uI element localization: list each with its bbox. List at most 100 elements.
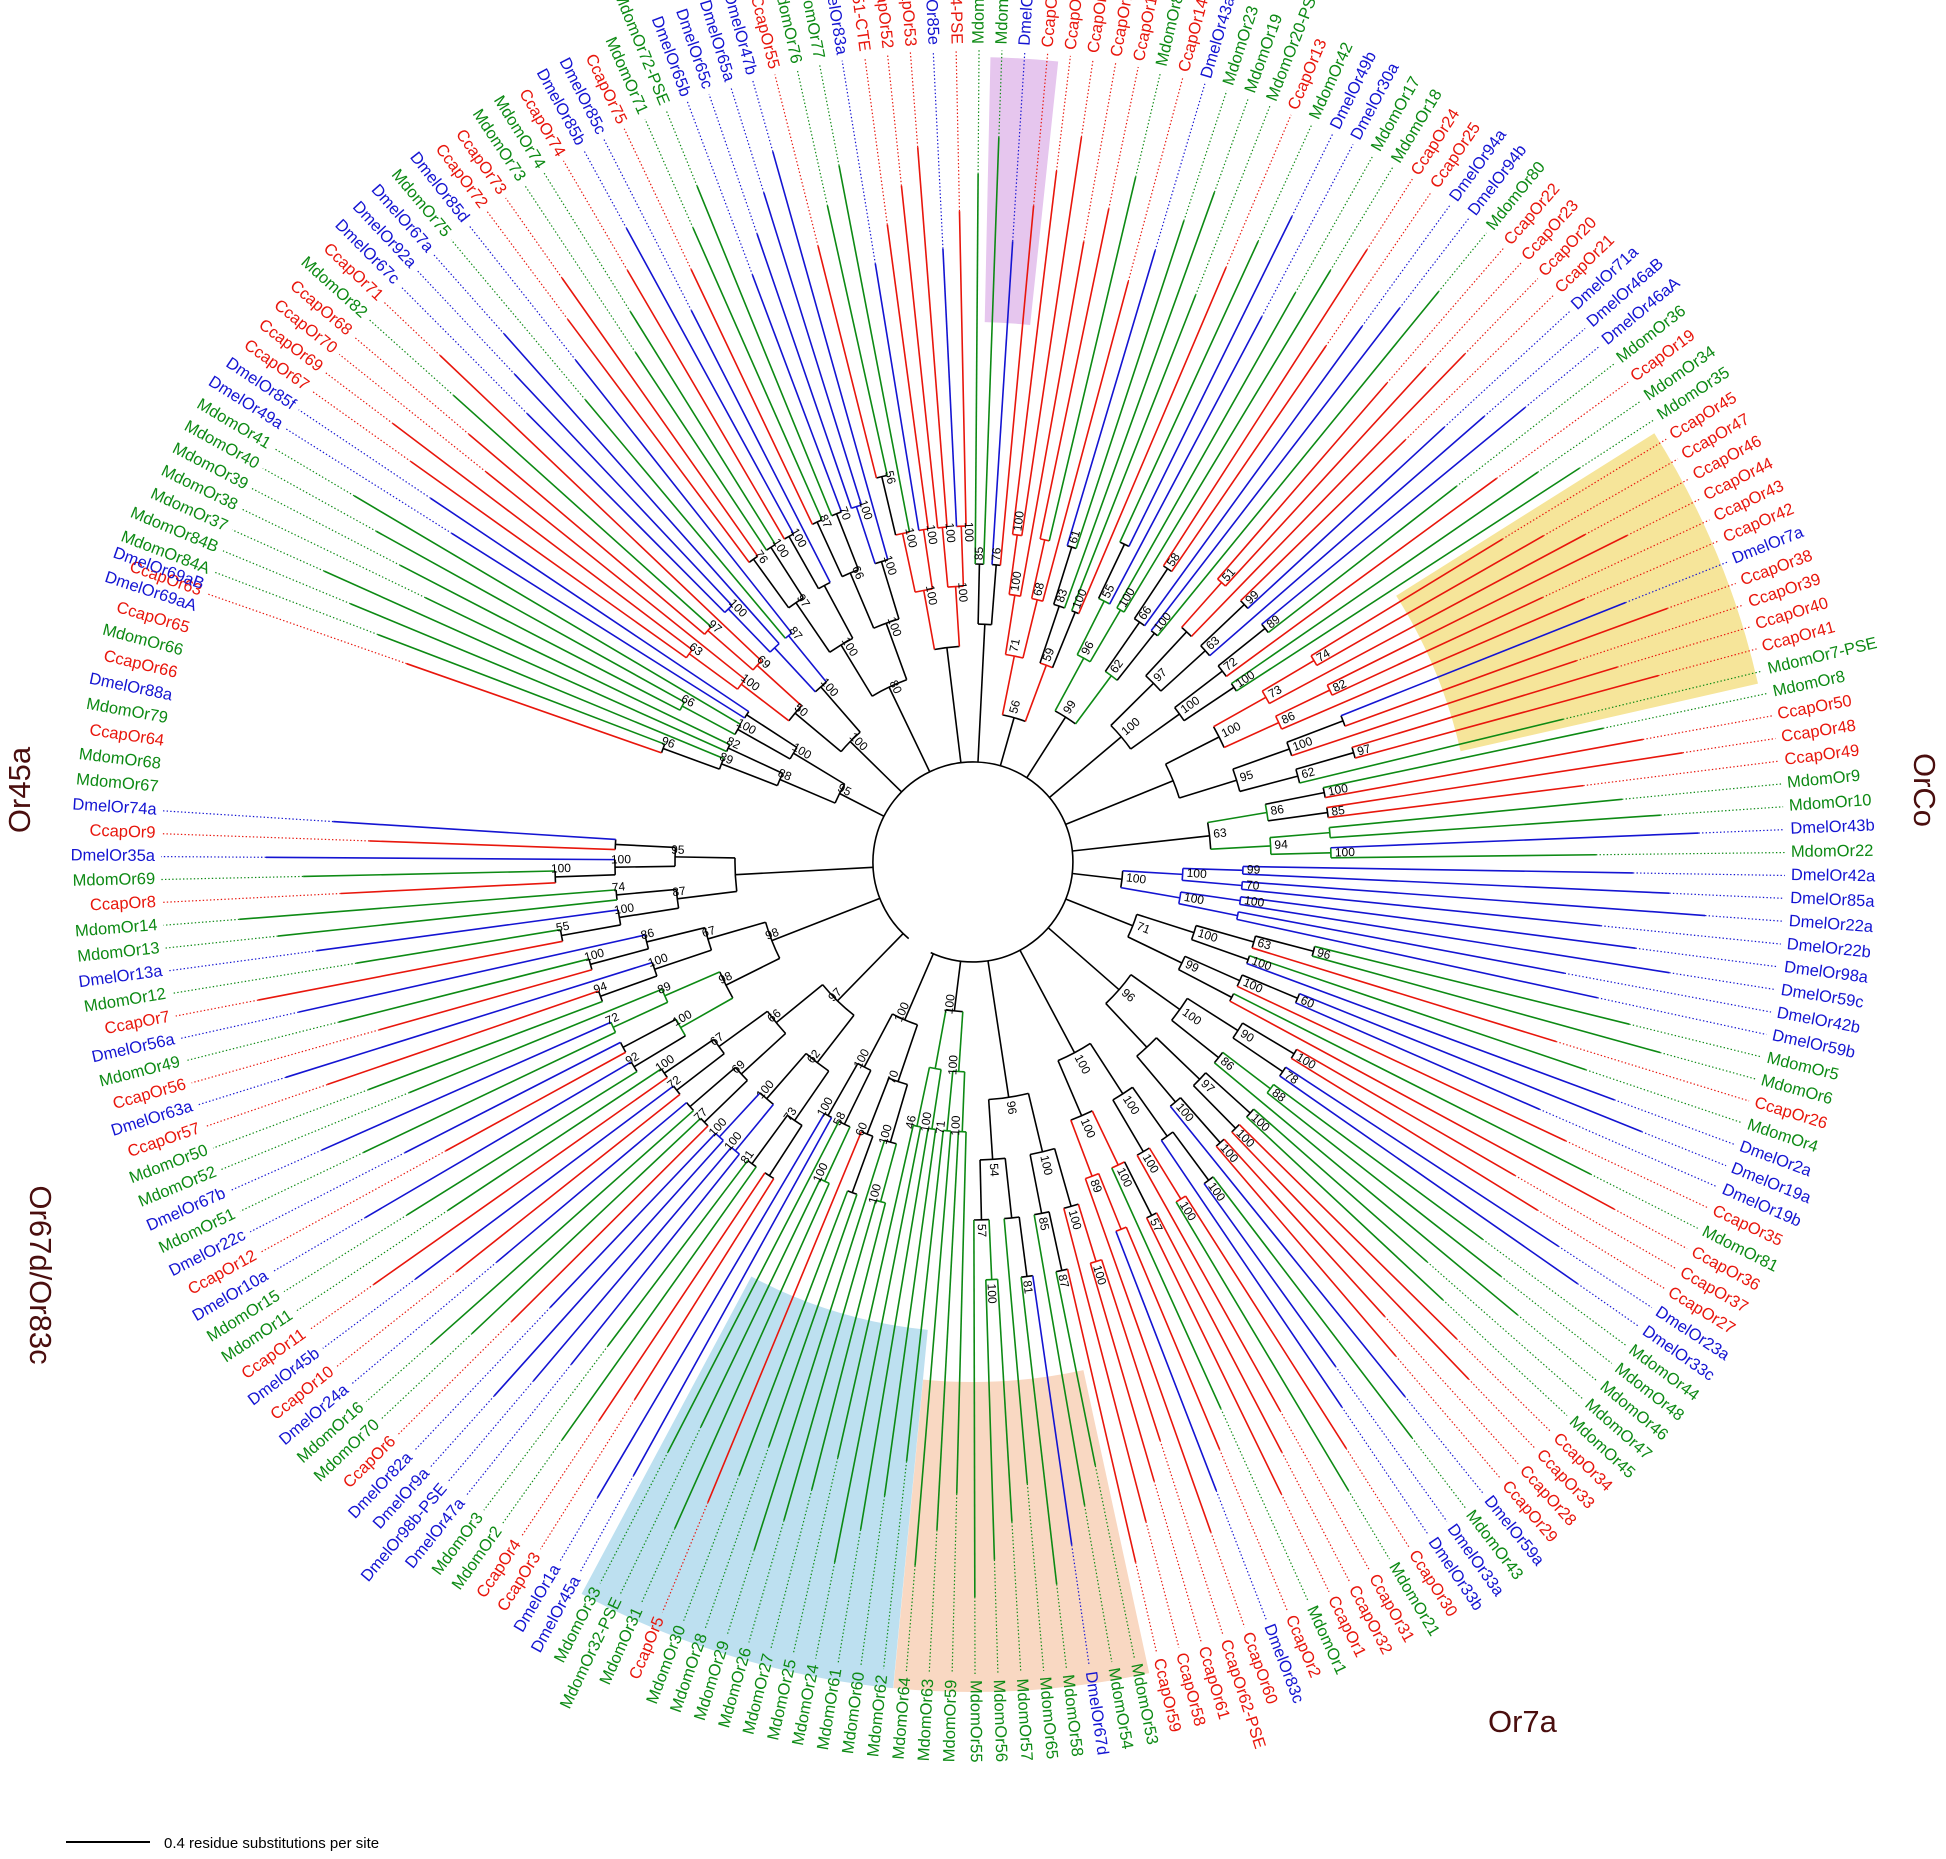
scale-bar-label: 0.4 residue substitutions per site xyxy=(164,1835,379,1852)
internal-branch xyxy=(825,1127,850,1181)
leader-MdomOr20-PSE xyxy=(1196,106,1270,295)
branch-DmelOr35a xyxy=(266,857,615,859)
internal-branch xyxy=(1214,697,1266,726)
internal-arc xyxy=(992,565,1000,566)
branch-DmelOr74a xyxy=(333,822,615,840)
internal-branch xyxy=(817,522,842,577)
bootstrap-value: 100 xyxy=(1186,866,1207,881)
group-stem xyxy=(1048,928,1119,990)
group-stem xyxy=(1066,781,1173,825)
bootstrap-value: 100 xyxy=(948,1115,963,1136)
bootstrap-value: 76 xyxy=(752,547,771,566)
internal-arc xyxy=(1323,788,1325,798)
internal-arc xyxy=(621,1042,626,1052)
bootstrap-value: 100 xyxy=(611,852,632,866)
bootstrap-value: 100 xyxy=(955,582,970,603)
internal-branch xyxy=(1179,780,1236,798)
leaf-label: DmelOr22b xyxy=(1786,935,1872,961)
branch-CcapOr71 xyxy=(440,356,761,661)
leader-MdomOr9 xyxy=(1622,784,1781,799)
leader-MdomOr51 xyxy=(240,1152,364,1211)
bootstrap-value: 100 xyxy=(1294,1050,1319,1072)
leader-DmelOr85f xyxy=(299,410,431,499)
leaf-label: CcapOr8 xyxy=(90,893,157,914)
bootstrap-value: 100 xyxy=(1233,1126,1257,1150)
bootstrap-value: 96 xyxy=(1119,986,1139,1006)
bootstrap-value: 77 xyxy=(691,1105,711,1125)
leader-DmelOr85c xyxy=(604,139,692,311)
bootstrap-value: 100 xyxy=(1119,714,1144,738)
leader-CcapOr61 xyxy=(1154,1481,1201,1641)
branch-DmelOr24a xyxy=(497,1103,687,1263)
group-stem xyxy=(889,687,930,772)
bootstrap-value: 46 xyxy=(903,1114,920,1130)
leader-DmelOr22c xyxy=(250,1153,405,1232)
bootstrap-value: 71 xyxy=(933,1120,948,1135)
leader-CcapOr70 xyxy=(339,354,486,472)
clade-label-orco: OrCo xyxy=(1907,753,1942,827)
leaf-label: CcapOr54-PSE xyxy=(945,0,965,44)
leader-MdomOr14 xyxy=(163,919,239,925)
leader-CcapOr31 xyxy=(1280,1411,1369,1571)
branch-DmelOr22a xyxy=(1242,882,1705,916)
leader-CcapOr4 xyxy=(521,1420,599,1536)
branch-MdomOr76 xyxy=(827,206,887,475)
internal-arc xyxy=(1004,1217,1019,1219)
leader-MdomOr21 xyxy=(1348,1490,1389,1559)
branch-DmelOr42b xyxy=(1238,912,1564,973)
leader-CcapOr27 xyxy=(1537,1210,1664,1288)
leader-MdomOr73 xyxy=(525,185,636,353)
internal-arc xyxy=(986,1279,998,1280)
leader-DmelOr85b xyxy=(583,150,626,229)
root-arc xyxy=(873,762,1073,962)
bootstrap-value: 98 xyxy=(763,925,781,943)
internal-branch xyxy=(735,1104,773,1150)
leader-CcapOr53 xyxy=(910,52,917,147)
group-stem xyxy=(837,934,903,1001)
leader-CcapOr55 xyxy=(775,75,818,247)
bootstrap-value: 62 xyxy=(804,1047,823,1066)
internal-branch xyxy=(675,857,735,858)
branch-DmelOr43b xyxy=(1331,833,1699,848)
leader-CcapOr9 xyxy=(161,834,369,841)
internal-branch xyxy=(1161,651,1205,691)
leader-DmelOr46aA xyxy=(1525,346,1600,408)
leader-CcapOr37 xyxy=(1515,1175,1676,1268)
leaf-label: MdomOr68 xyxy=(78,745,162,773)
leader-MdomOr1 xyxy=(1221,1408,1309,1601)
branch-CcapOr14 xyxy=(1043,281,1129,601)
branch-MdomOr47 xyxy=(1254,1109,1427,1262)
internal-arc xyxy=(1237,912,1239,920)
internal-branch xyxy=(665,972,720,996)
bootstrap-value: 69 xyxy=(754,652,774,672)
leader-DmelOr43b xyxy=(1698,830,1784,833)
clade-label-or45a: Or45a xyxy=(2,746,37,833)
bootstrap-value: 61 xyxy=(1066,528,1083,545)
leader-MdomOr52 xyxy=(221,1093,409,1170)
leader-DmelOr94a xyxy=(1362,205,1450,326)
bootstrap-value: 98 xyxy=(716,968,734,987)
bootstrap-value: 100 xyxy=(1072,1052,1094,1077)
leader-MdomOr44 xyxy=(1483,1239,1626,1345)
bootstrap-value: 100 xyxy=(885,615,905,639)
internal-branch xyxy=(1182,583,1222,628)
internal-branch xyxy=(690,1067,735,1106)
internal-branch xyxy=(1121,888,1180,898)
leader-MdomOr17 xyxy=(1295,155,1373,292)
bootstrap-value: 100 xyxy=(1241,975,1265,996)
leader-MdomOr81 xyxy=(1591,1174,1698,1228)
bootstrap-value: 89 xyxy=(655,979,673,997)
bootstrap-value: 97 xyxy=(825,985,845,1005)
internal-branch xyxy=(741,1033,785,1074)
branch-CcapOr1 xyxy=(1147,1218,1282,1494)
leader-CcapOr12 xyxy=(261,1151,446,1252)
group-stem xyxy=(1066,899,1133,926)
leader-MdomOr80 xyxy=(1438,233,1486,292)
branch-MdomOr44 xyxy=(1274,1085,1483,1240)
internal-branch xyxy=(615,844,675,847)
leader-DmelOr85e xyxy=(933,51,943,249)
internal-branch xyxy=(837,514,859,570)
leader-MdomOr39 xyxy=(252,489,400,566)
bootstrap-value: 94 xyxy=(1274,837,1288,852)
leader-DmelOr74a xyxy=(163,811,334,822)
